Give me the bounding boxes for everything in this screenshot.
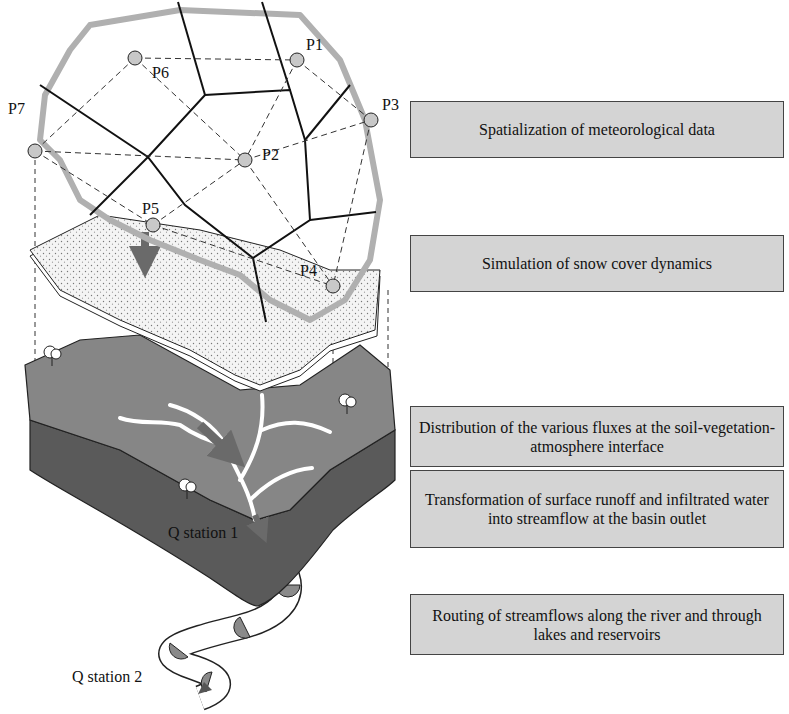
- station-label: P7: [8, 100, 25, 118]
- station-label: P4: [300, 262, 317, 280]
- step-label: Simulation of snow cover dynamics: [474, 254, 720, 273]
- step-label: Distribution of the various fluxes at th…: [411, 418, 783, 456]
- process-box: Spatialization of meteorological data: [410, 101, 784, 158]
- station-label: P2: [262, 146, 279, 164]
- thiessen-polygons: [40, 2, 376, 322]
- snow-layer: [30, 215, 380, 391]
- station-label: P3: [382, 96, 399, 114]
- basin-outline: [40, 10, 380, 320]
- flow-arrow: [255, 515, 262, 532]
- step-label: Spatialization of meteorological data: [471, 120, 723, 139]
- process-box: Routing of streamflows along the river a…: [410, 594, 784, 655]
- station-label: P5: [142, 200, 159, 218]
- station-points: [28, 51, 378, 293]
- discharge-label: Q station 2: [72, 668, 142, 686]
- station-links: [35, 58, 371, 286]
- process-box: Simulation of snow cover dynamics: [410, 235, 784, 292]
- station-label: P1: [306, 36, 323, 54]
- station-label: P6: [152, 64, 169, 82]
- step-label: Routing of streamflows along the river a…: [411, 606, 783, 644]
- process-box: Distribution of the various fluxes at th…: [410, 406, 784, 467]
- discharge-label: Q station 1: [168, 524, 238, 542]
- step-label: Transformation of surface runoff and inf…: [411, 490, 783, 528]
- river-network: [120, 395, 330, 520]
- process-box: Transformation of surface runoff and inf…: [410, 470, 784, 548]
- flow-arrow: [200, 425, 232, 455]
